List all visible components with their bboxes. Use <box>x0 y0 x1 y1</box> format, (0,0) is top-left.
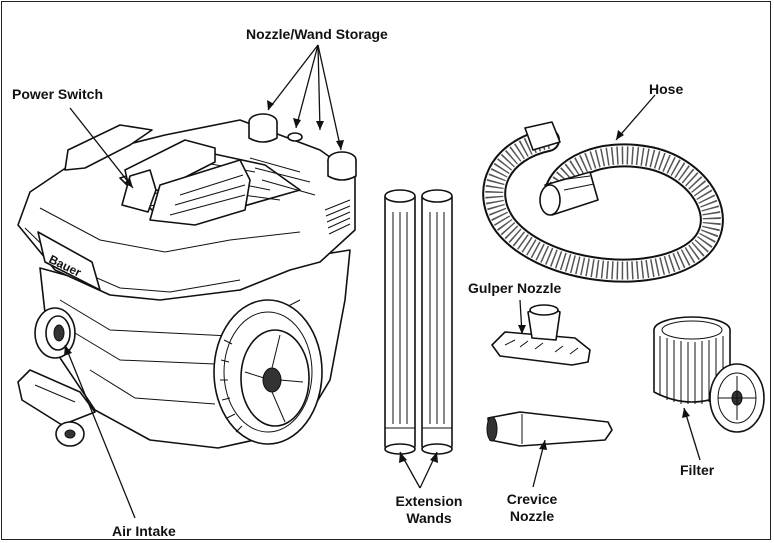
crevice-nozzle <box>486 411 613 447</box>
vacuum-body: Bauer <box>17 113 357 449</box>
label-crevice-nozzle-line1: Crevice <box>506 491 558 507</box>
label-air-intake: Air Intake <box>112 523 176 539</box>
label-nozzle-wand-storage: Nozzle/Wand Storage <box>246 26 388 42</box>
label-filter: Filter <box>680 462 715 478</box>
label-gulper-nozzle: Gulper Nozzle <box>468 280 562 296</box>
label-power-switch: Power Switch <box>12 86 104 102</box>
extension-wands <box>384 189 453 455</box>
gulper-nozzle <box>491 304 591 366</box>
label-extension-wands: Extension Wands <box>385 493 473 527</box>
label-crevice-nozzle-line2: Nozzle <box>509 508 555 524</box>
filter <box>653 316 765 433</box>
label-extension-wands-line2: Wands <box>406 510 452 526</box>
label-crevice-nozzle: Crevice Nozzle <box>495 491 569 525</box>
label-hose: Hose <box>649 81 684 97</box>
label-extension-wands-line1: Extension <box>395 493 463 509</box>
hose <box>482 121 724 283</box>
leader-lines <box>64 44 701 519</box>
